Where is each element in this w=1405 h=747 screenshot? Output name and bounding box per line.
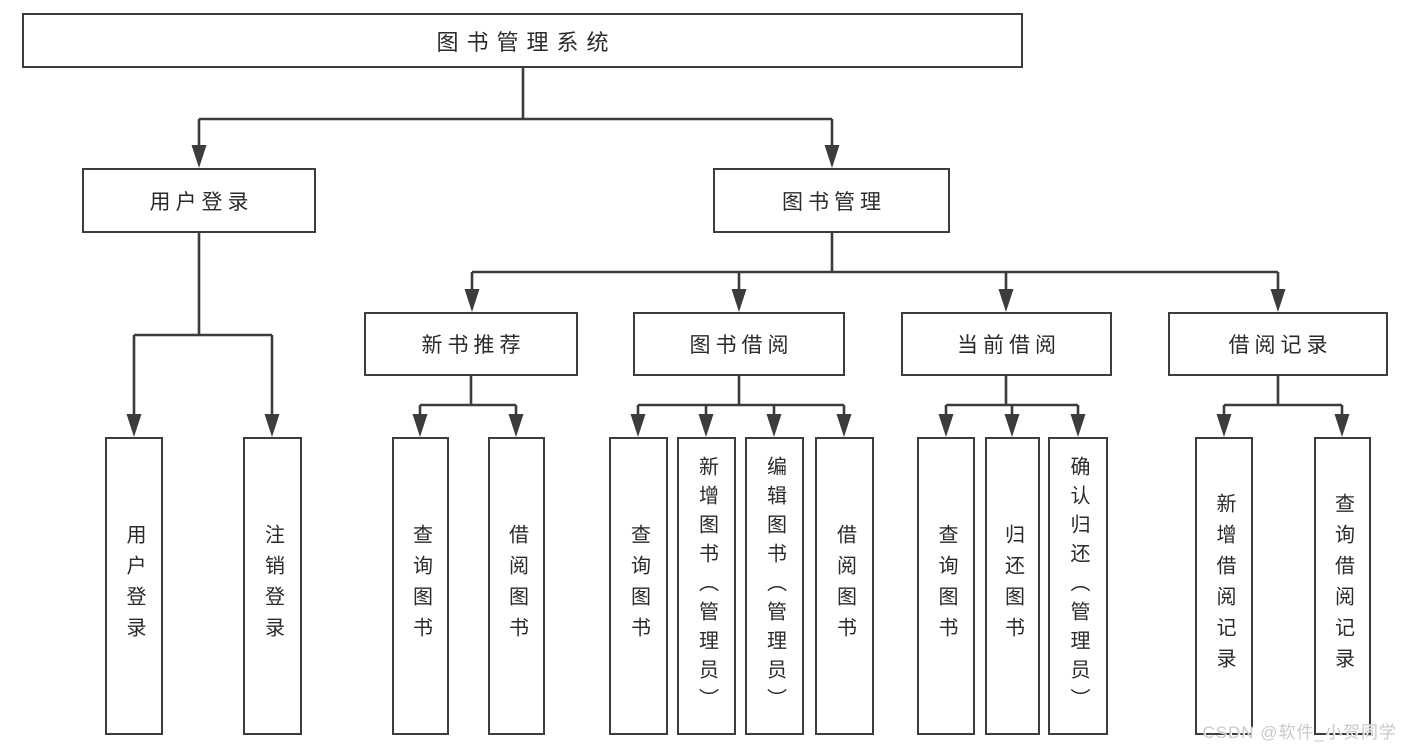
leaf-label: 新增借阅记录 [1213,493,1235,679]
node-root-library-system: 图书管理系统 [22,13,1023,68]
leaf-query-books-recommend: 查询图书 [392,437,449,735]
node-label: 新书推荐 [421,334,526,357]
leaf-logout: 注销登录 [243,437,302,735]
leaf-label: 确认归还（管理员） [1067,455,1089,717]
leaf-label: 查询图书 [627,524,650,648]
csdn-watermark: CSDN @软件_小贺同学 [1202,723,1397,742]
leaf-label: 查询借阅记录 [1331,493,1354,679]
connector-borrow-records-children [1216,376,1350,437]
leaf-label: 归还图书 [1001,524,1024,648]
leaf-label: 编辑图书（管理员） [763,455,786,717]
leaf-label: 注销登录 [261,524,284,648]
leaf-borrow-books-recommend: 借阅图书 [488,437,545,735]
leaf-query-borrow-record: 查询借阅记录 [1314,437,1371,735]
node-label: 用户登录 [149,190,254,214]
leaf-add-borrow-record: 新增借阅记录 [1195,437,1253,735]
leaf-label: 查询图书 [409,524,432,648]
connector-current-borrow-children [938,376,1086,437]
leaf-query-books-borrow: 查询图书 [609,437,668,735]
node-book-borrow: 图书借阅 [633,312,845,376]
leaf-edit-books-admin: 编辑图书（管理员） [745,437,804,735]
node-label: 当前借阅 [957,334,1061,357]
node-new-book-recommend: 新书推荐 [364,312,578,376]
leaf-borrow-books: 借阅图书 [815,437,874,735]
node-label: 图书借阅 [689,334,794,357]
leaf-confirm-return-admin: 确认归还（管理员） [1048,437,1108,735]
node-book-management: 图书管理 [713,168,950,233]
node-current-borrow: 当前借阅 [901,312,1112,376]
leaf-label: 借阅图书 [833,524,856,648]
leaf-label: 新增图书（管理员） [695,455,718,717]
node-label: 图书管理 [782,190,886,214]
node-user-login: 用户登录 [82,168,316,233]
connector-book-borrow-children [630,376,852,437]
leaf-label: 借阅图书 [505,524,528,648]
connector-user-login-children [126,233,280,437]
leaf-label: 用户登录 [123,524,145,648]
leaf-query-books-current: 查询图书 [917,437,975,735]
node-borrow-records: 借阅记录 [1168,312,1388,376]
connector-book-management-children [464,233,1286,312]
leaf-return-books: 归还图书 [985,437,1040,735]
connector-root-to-level2 [191,68,840,168]
connector-new-book-recommend-children [412,376,524,437]
leaf-user-login: 用户登录 [105,437,163,735]
node-label: 图书管理系统 [436,29,617,55]
node-label: 借阅记录 [1228,334,1333,357]
leaf-label: 查询图书 [935,524,957,648]
leaf-add-books-admin: 新增图书（管理员） [677,437,736,735]
